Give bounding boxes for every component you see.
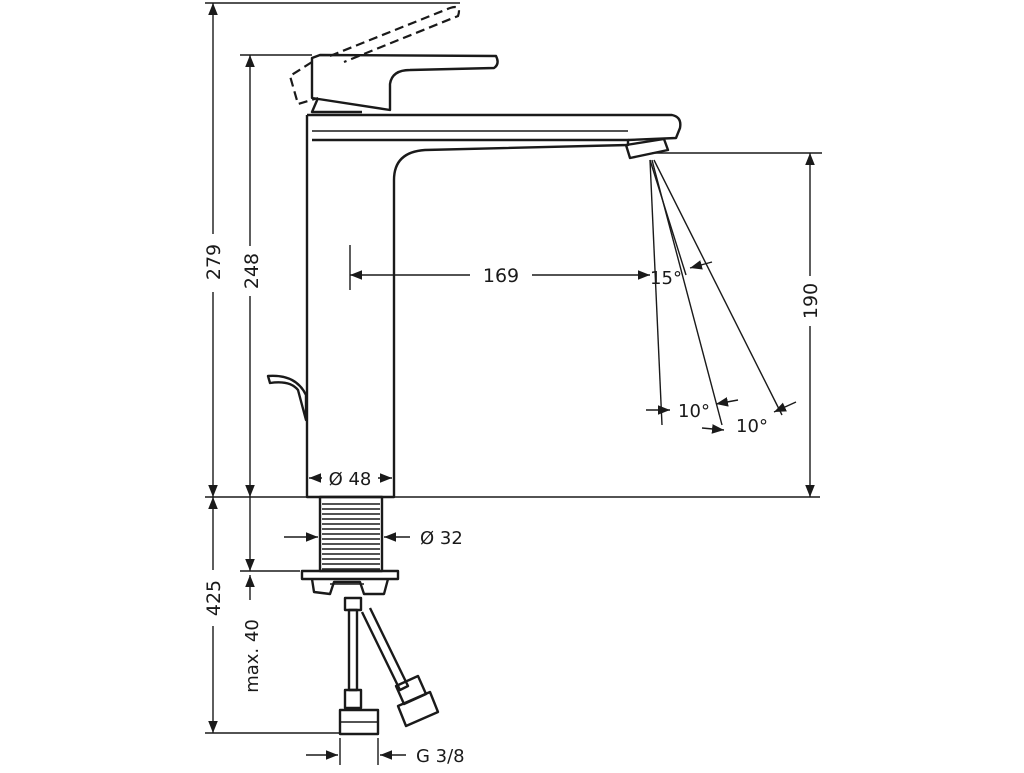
dimension-190: 190 bbox=[652, 152, 822, 497]
dimension-169-label: 169 bbox=[483, 265, 519, 287]
dimension-190-label: 190 bbox=[800, 283, 822, 319]
dimension-diameter-48-label: Ø 48 bbox=[329, 469, 372, 490]
dimension-g-3-8: G 3/8 bbox=[306, 738, 465, 767]
dimension-425: 425 bbox=[203, 497, 340, 734]
angle-10-left: 10° bbox=[646, 397, 739, 422]
handle-lifted-outline bbox=[288, 5, 461, 106]
angle-10-left-label: 10° bbox=[678, 401, 710, 422]
angle-15-label: 15° bbox=[650, 268, 682, 289]
dimension-diameter-32-label: Ø 32 bbox=[420, 528, 463, 549]
supply-hoses bbox=[338, 596, 440, 736]
threaded-shank bbox=[300, 495, 400, 596]
dimension-max-40-label: max. 40 bbox=[242, 619, 263, 693]
dimension-diameter-48: Ø 48 bbox=[309, 464, 392, 490]
dimension-279: 279 bbox=[203, 2, 460, 497]
handle bbox=[310, 53, 499, 114]
angle-15: 15° bbox=[650, 260, 713, 289]
dimension-248-label: 248 bbox=[241, 253, 263, 289]
dimension-max-40: max. 40 bbox=[240, 497, 300, 693]
faucet-body bbox=[266, 113, 682, 499]
dimension-248: 248 bbox=[240, 54, 312, 497]
dimension-169: 169 bbox=[349, 245, 650, 290]
angle-10-right: 10° bbox=[701, 401, 797, 437]
spray-angle-lines bbox=[649, 159, 783, 426]
dimension-425-label: 425 bbox=[203, 580, 225, 616]
dimension-g-3-8-label: G 3/8 bbox=[416, 746, 465, 767]
dimension-diameter-32: Ø 32 bbox=[284, 528, 463, 549]
angle-10-right-label: 10° bbox=[736, 416, 768, 437]
dimension-279-label: 279 bbox=[203, 244, 225, 280]
